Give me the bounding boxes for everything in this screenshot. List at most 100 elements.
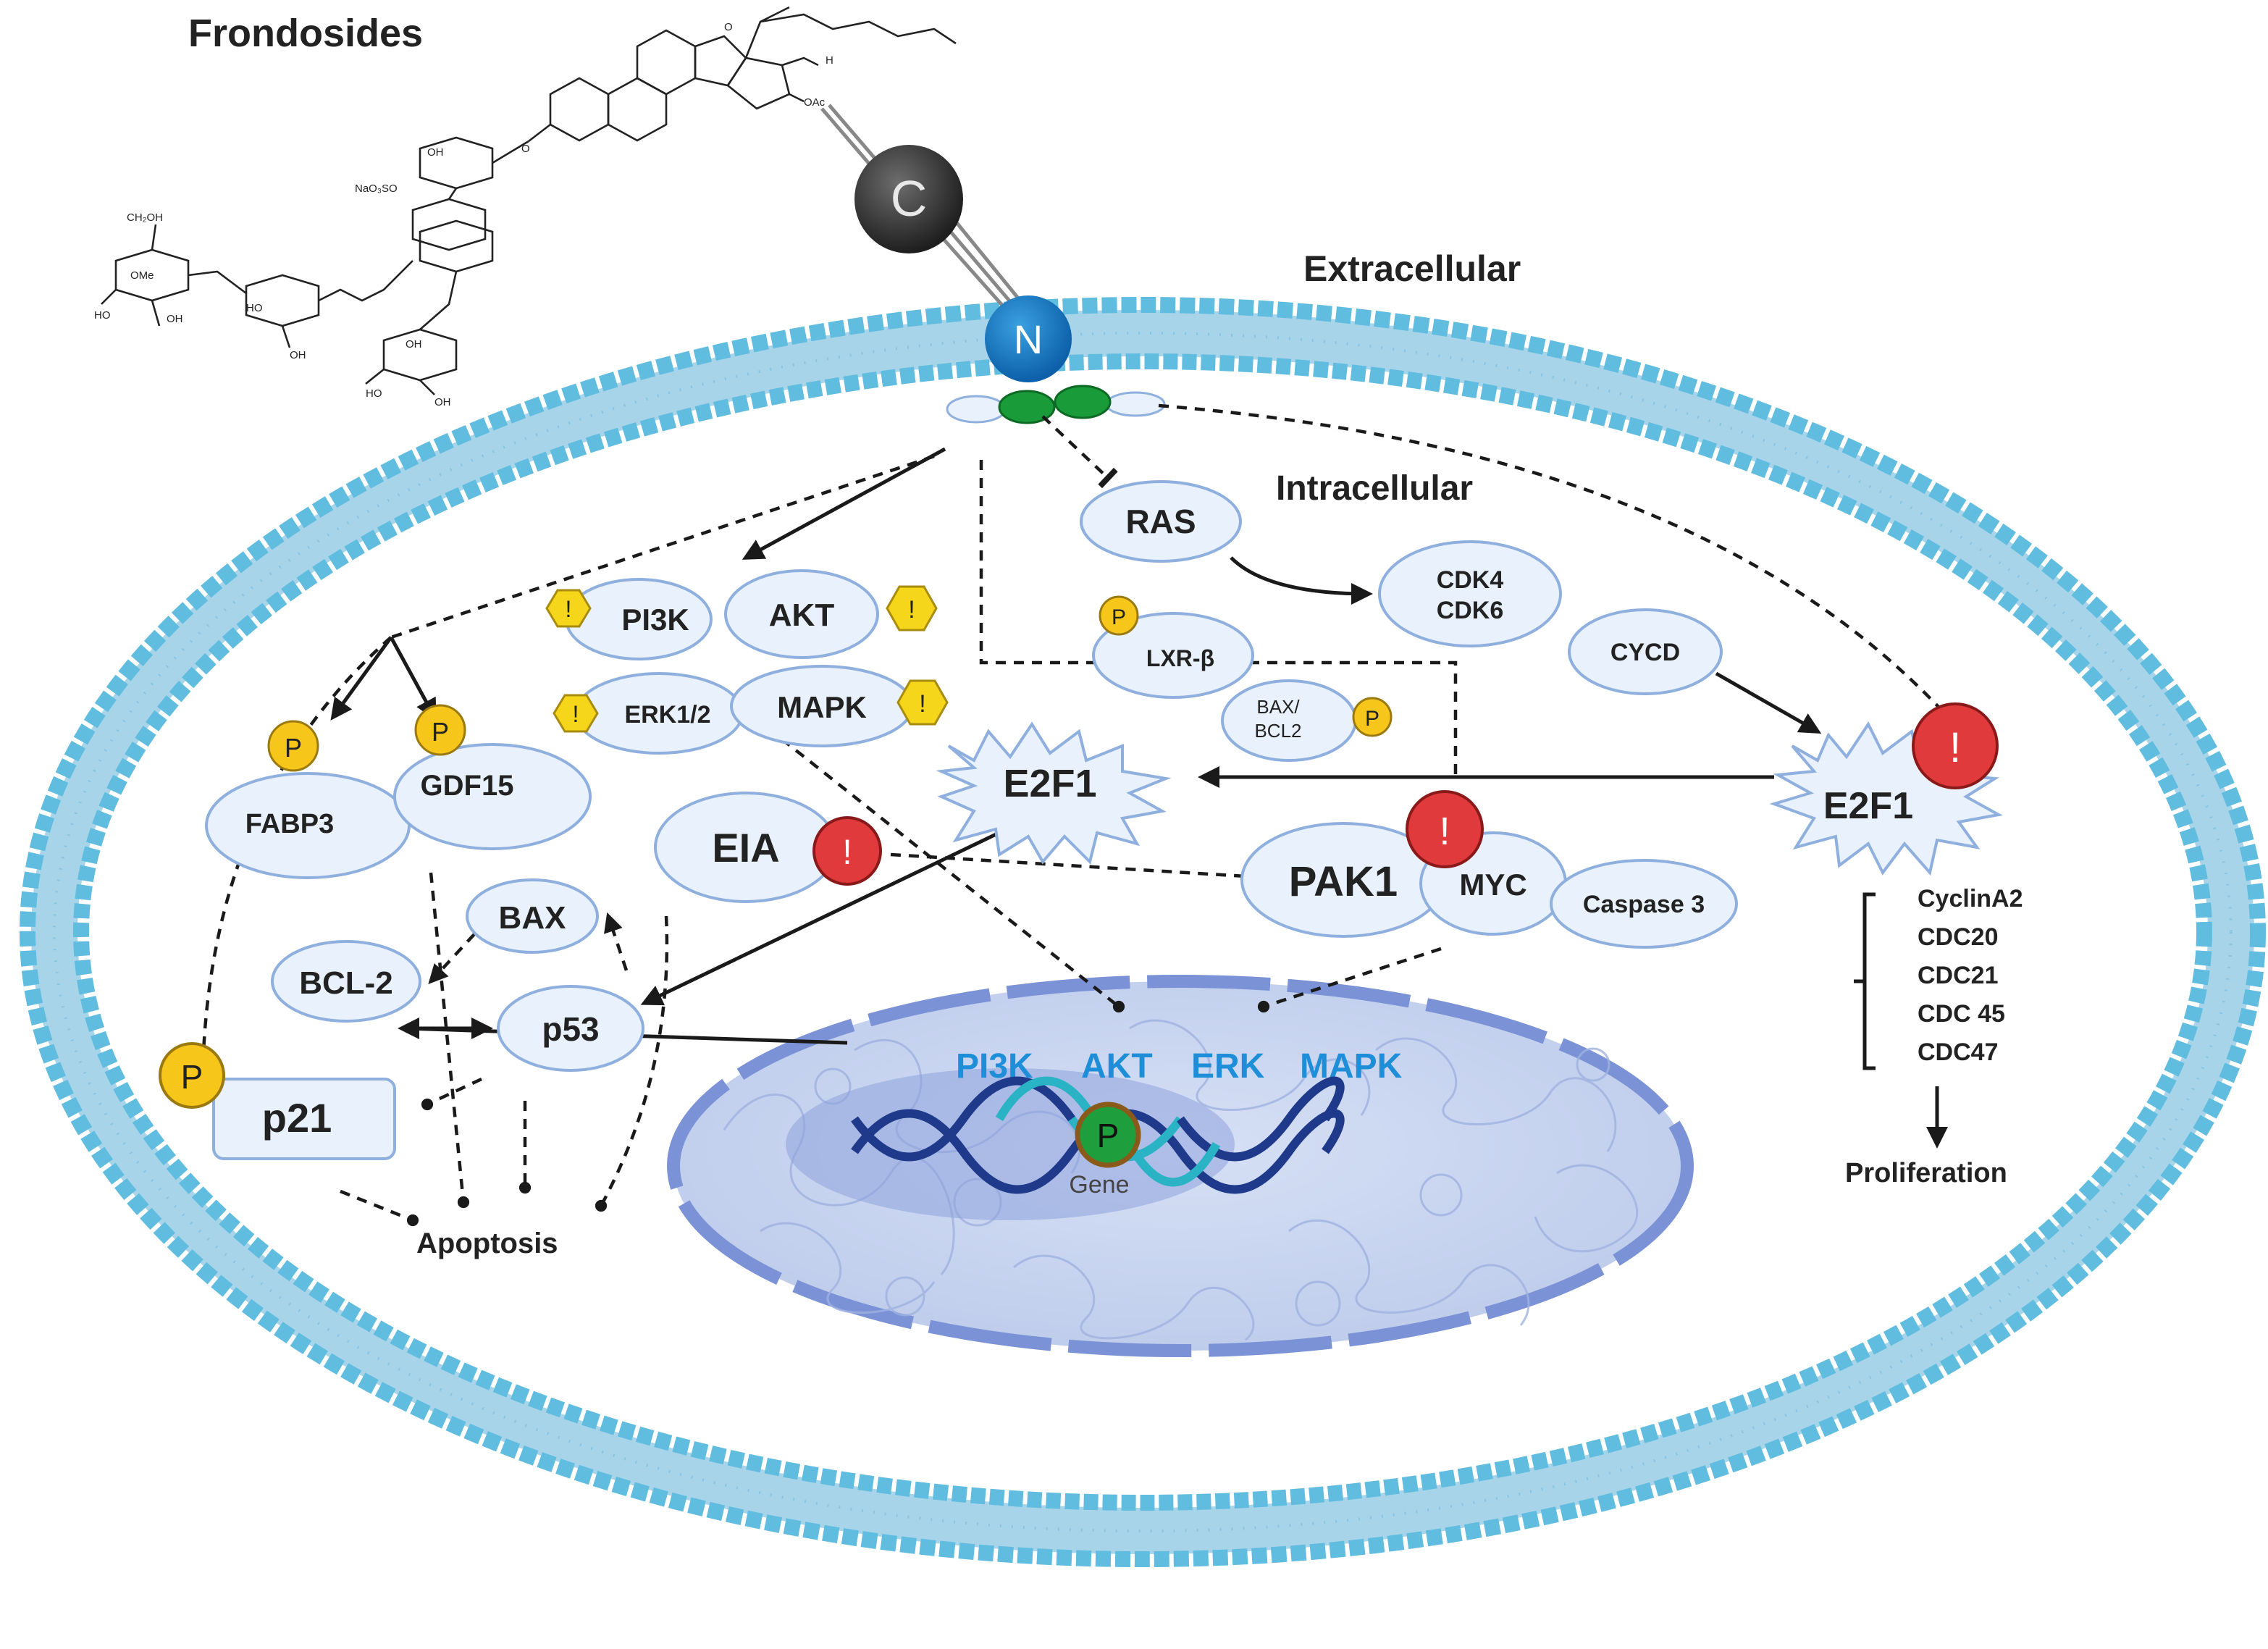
chem-o-1: O [724,21,733,33]
sugar-chain [101,136,529,395]
edge-p21-apoptosis [340,1189,419,1227]
edge-branch-fabp3 [330,636,393,721]
svg-text:!: ! [1439,810,1450,853]
phospho-badge-lxr: P [1099,595,1139,636]
node-fabp3-label: FABP3 [245,809,334,839]
svg-text:!: ! [573,701,579,727]
intracellular-label: Intracellular [1276,469,1473,508]
edge-p53-dot [421,1077,482,1111]
svg-text:P: P [432,717,449,747]
node-p21 [212,1078,396,1160]
nucleus: PI3K AKT ERK MAPK P Gene [667,975,1694,1357]
node-p21-label: p21 [262,1095,332,1141]
edge-cycd-e2f1 [1715,671,1822,734]
chem-oh-3: OH [290,349,306,361]
gene-phospho-label: P [1097,1117,1120,1154]
svg-text:P: P [1365,707,1379,731]
membrane-pore-right [1105,391,1166,417]
receptor-subunit-1 [998,390,1056,424]
node-ras [1080,480,1242,563]
node-cdk46 [1378,540,1562,647]
node-e2f1-center [936,721,1172,865]
phospho-badge-bax-bcl2: P [1352,697,1393,737]
gene-cdc20: CDC20 [1918,923,1998,951]
svg-text:!: ! [908,596,915,624]
hex-badge-pi3k: ! [545,589,592,628]
gene-label-akt: AKT [1081,1047,1153,1086]
gene-label-mapk: MAPK [1300,1047,1403,1086]
edge-myc-nucleus [1257,947,1442,1013]
nucleolus [786,1068,1235,1220]
alert-badge-pak1: ! [1406,790,1484,868]
node-gdf15 [393,743,592,850]
node-bax-label: BAX [499,900,566,936]
node-p53-label: p53 [542,1010,599,1048]
chem-ho-3: HO [366,387,382,400]
node-cycd-label: CYCD [1610,639,1680,666]
node-cycd [1568,608,1723,695]
node-eia-label: EIA [712,825,779,870]
phospho-badge-gdf15: P [414,704,466,756]
node-bax-bcl2-line2: BCL2 [1254,720,1301,742]
gene-phospho-marker: P [1075,1102,1141,1168]
node-pi3k-label: PI3K [621,603,689,637]
edge-bax-bcl2 [428,933,476,984]
edge-p53-bax [604,912,629,971]
node-gdf15-label: GDF15 [421,770,514,802]
node-bcl2 [271,940,421,1023]
svg-text:!: ! [1949,724,1961,771]
nucleus-gene-labels: PI3K AKT ERK MAPK [956,1047,1403,1086]
chem-ome: OMe [130,269,154,282]
edge-branch-gdf15 [389,636,437,721]
chem-ho-2: HO [246,302,263,314]
edge-ras-cdk [1230,556,1373,605]
chem-nao3so: NaO₃SO [355,182,398,195]
steroid-skeleton [528,6,957,143]
node-e2f1-center-label: E2F1 [1003,762,1096,805]
node-bax-bcl2-line1: BAX/ [1256,696,1300,718]
inhibitor-hexagon-badges: ! ! ! ! [545,585,949,733]
phospho-badge-fabp3: P [267,720,319,772]
alert-badges: ! ! ! [812,702,1999,886]
edge-fabp3-apoptosis [429,872,470,1209]
proliferation-label: Proliferation [1845,1158,2007,1188]
node-e2f1-right-label: E2F1 [1823,785,1913,827]
chem-oac: OAc [804,96,826,109]
node-pak1-label: PAK1 [1289,858,1398,905]
node-cdk6-label: CDK6 [1437,597,1504,624]
gene-cdc47: CDC47 [1918,1039,1998,1066]
edge-receptor-pi3k [742,447,946,560]
cell-membrane [20,297,2266,1567]
hex-badge-akt: ! [886,585,938,632]
edge-receptor-branch [390,454,935,639]
c-terminal-glyph: C [891,170,928,227]
node-myc-label: MYC [1459,868,1526,902]
phospho-badge-p21: P [159,1042,225,1109]
chem-oh-4: OH [406,338,422,351]
svg-text:P: P [181,1058,203,1096]
protein-nodes: RAS CDK4 CDK6 CYCD PI3K AKT ERK1/2 MAPK … [205,480,2003,1160]
alert-badge-e2f1: ! [1912,702,1999,789]
alert-badge-eia: ! [812,816,882,886]
node-erk12-label: ERK1/2 [624,701,710,729]
svg-text:!: ! [919,690,925,718]
node-lxr-label: LXR-β [1146,645,1214,671]
membrane-inner-heads [73,353,2212,1511]
node-caspase3-label: Caspase 3 [1583,891,1705,918]
n-terminal-glyph: N [1014,316,1043,362]
n-terminal-icon [985,295,1072,382]
node-cdk4-label: CDK4 [1437,566,1504,594]
phospho-badges: P P P P P [159,595,1393,1109]
svg-text:P: P [285,733,302,763]
chem-oh-2: OH [167,313,183,325]
gene-cyclina2: CyclinA2 [1918,885,2023,912]
node-akt [724,569,879,659]
pathway-edges [201,403,1959,1227]
gene-cdc21: CDC21 [1918,962,1998,989]
edge-eia-pak1 [890,852,1246,878]
gene-label: Gene [1069,1171,1129,1199]
chem-h: H [826,54,833,67]
apoptosis-label: Apoptosis [416,1228,558,1259]
cell-cycle-gene-list: CyclinA2 CDC20 CDC21 CDC 45 CDC47 [1918,885,2023,1066]
